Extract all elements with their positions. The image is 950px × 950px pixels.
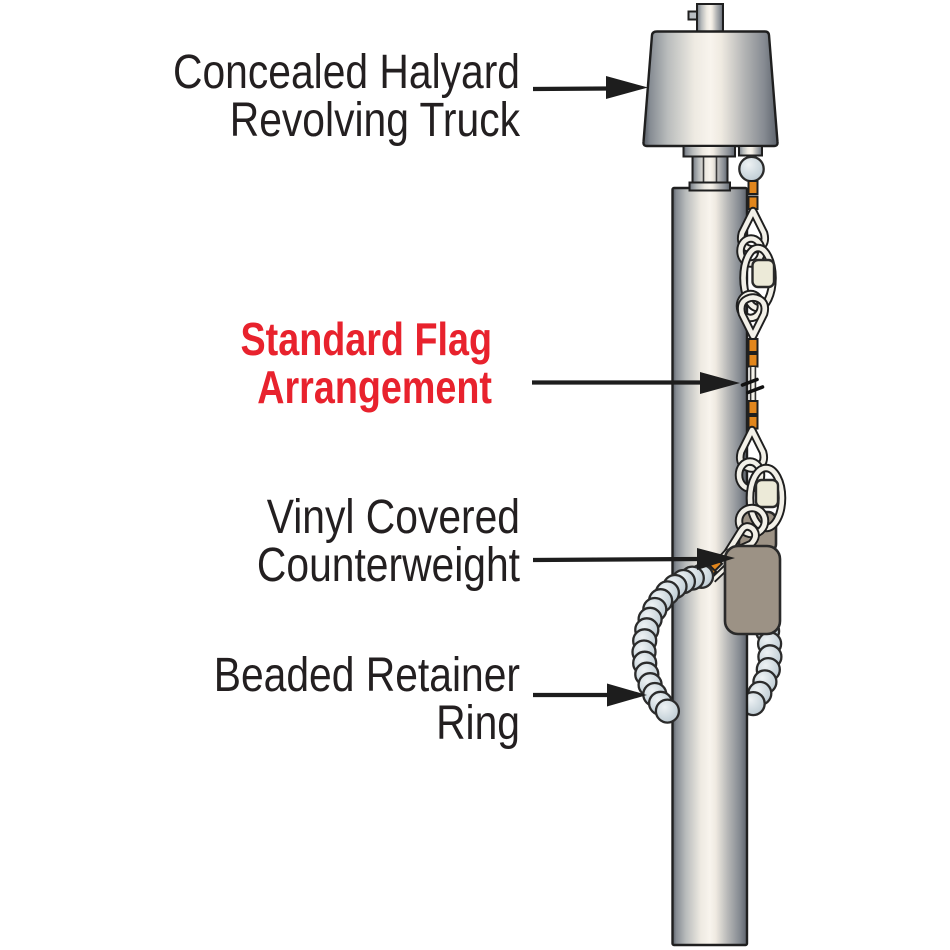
quick-link-sleeve bbox=[751, 258, 776, 289]
label-line: Standard Flag bbox=[240, 313, 492, 365]
label-line: Concealed Halyard bbox=[173, 46, 520, 99]
pointer-arrows bbox=[532, 76, 740, 707]
upper-snap-hook-chain bbox=[735, 206, 777, 341]
quick-link-sleeve bbox=[754, 478, 780, 509]
truck-base bbox=[688, 181, 731, 192]
counterweight-arrow bbox=[532, 548, 735, 570]
revolving-truck bbox=[642, 3, 779, 192]
truck-arrow bbox=[532, 76, 648, 99]
label-vinyl-covered-counterweight: Vinyl Covered Counterweight bbox=[129, 494, 520, 590]
truck-collar bbox=[682, 145, 736, 158]
label-line: Revolving Truck bbox=[229, 94, 520, 147]
internal-halyard bbox=[698, 155, 787, 636]
label-line: Counterweight bbox=[256, 539, 520, 592]
label-line: Beaded Retainer bbox=[213, 649, 520, 702]
vinyl-counterweight bbox=[723, 544, 782, 636]
label-beaded-retainer-ring: Beaded Retainer Ring bbox=[129, 652, 520, 748]
truck-cap bbox=[642, 30, 779, 148]
halyard-ball-bead bbox=[738, 155, 765, 183]
label-line: Ring bbox=[436, 697, 520, 750]
halyard-spout bbox=[738, 145, 763, 157]
beaded-retainer-ring-front bbox=[631, 563, 715, 724]
ring-arrow bbox=[533, 683, 647, 707]
flag-arrangement-arrow bbox=[532, 372, 740, 394]
truck-spindle bbox=[696, 3, 724, 34]
truck-neck bbox=[691, 155, 729, 184]
label-line: Vinyl Covered bbox=[266, 491, 520, 544]
label-standard-flag-arrangement: Standard Flag Arrangement bbox=[138, 315, 492, 411]
retainer-bead bbox=[654, 698, 681, 724]
label-line: Arrangement bbox=[257, 361, 492, 413]
flag-attachment-section bbox=[740, 338, 765, 430]
label-concealed-halyard-revolving-truck: Concealed Halyard Revolving Truck bbox=[129, 49, 520, 145]
